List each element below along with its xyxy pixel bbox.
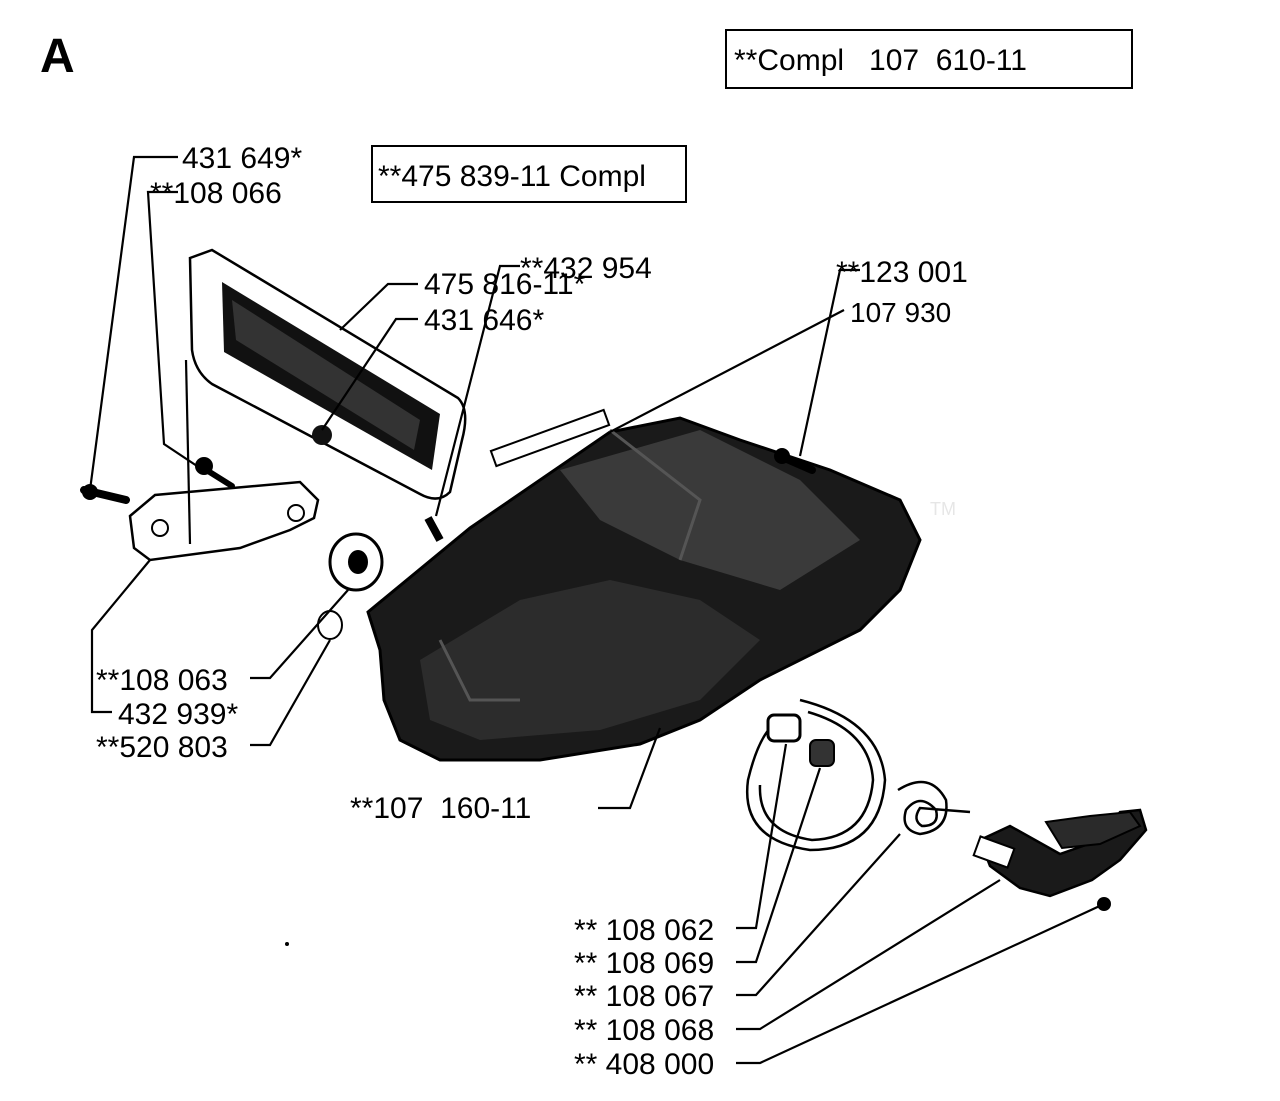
watermark: TM (930, 499, 956, 519)
screw-right-part (774, 448, 816, 474)
label-108-069: ** 108 069 (574, 947, 714, 980)
brake-band-part (745, 698, 887, 852)
label-107-930: 107 930 (850, 297, 951, 328)
label-408-000: ** 408 000 (574, 1048, 714, 1081)
label-108-063: **108 063 (96, 664, 228, 697)
part-labels: 431 649* **108 066 475 816-11* 431 646* … (96, 142, 968, 1081)
label-108-068: ** 108 068 (574, 1014, 714, 1047)
label-108-066: **108 066 (150, 177, 282, 210)
section-letter: A (40, 30, 75, 83)
screw-group-left (80, 457, 235, 504)
assembly-box-complete: **Compl 107 610-11 (725, 29, 1133, 89)
watermark-tm: TM (930, 499, 956, 519)
leader-lines (88, 155, 1105, 1065)
brake-lever-part (972, 808, 1148, 911)
side-cover-box-label: **475 839-11 Compl (378, 160, 646, 193)
stray-mark (285, 942, 289, 946)
label-431-649: 431 649* (182, 142, 302, 175)
label-123-001: **123 001 (836, 256, 968, 289)
screw-icon (312, 425, 332, 445)
spring-part (897, 780, 971, 836)
clutch-cover-part (366, 408, 922, 762)
assembly-box-side-cover: **475 839-11 Compl (371, 145, 687, 203)
assembly-box-label: **Compl 107 610-11 (734, 44, 1027, 77)
label-475-816-11: 475 816-11* (424, 268, 586, 301)
assembly-box-frame (725, 29, 1133, 89)
label-108-067: ** 108 067 (574, 980, 714, 1013)
label-432-954: **432 954 (520, 252, 652, 285)
label-107-160-11: **107 160-11 (350, 792, 531, 825)
bracket-part (128, 359, 320, 562)
guard-frame-part (188, 248, 467, 500)
side-cover-box-frame (371, 145, 687, 203)
label-431-646: 431 646* (424, 304, 544, 337)
label-432-939: 432 939* (118, 698, 238, 731)
label-520-803: **520 803 (96, 731, 228, 764)
knob-part (317, 532, 384, 640)
label-108-062: ** 108 062 (574, 914, 714, 947)
